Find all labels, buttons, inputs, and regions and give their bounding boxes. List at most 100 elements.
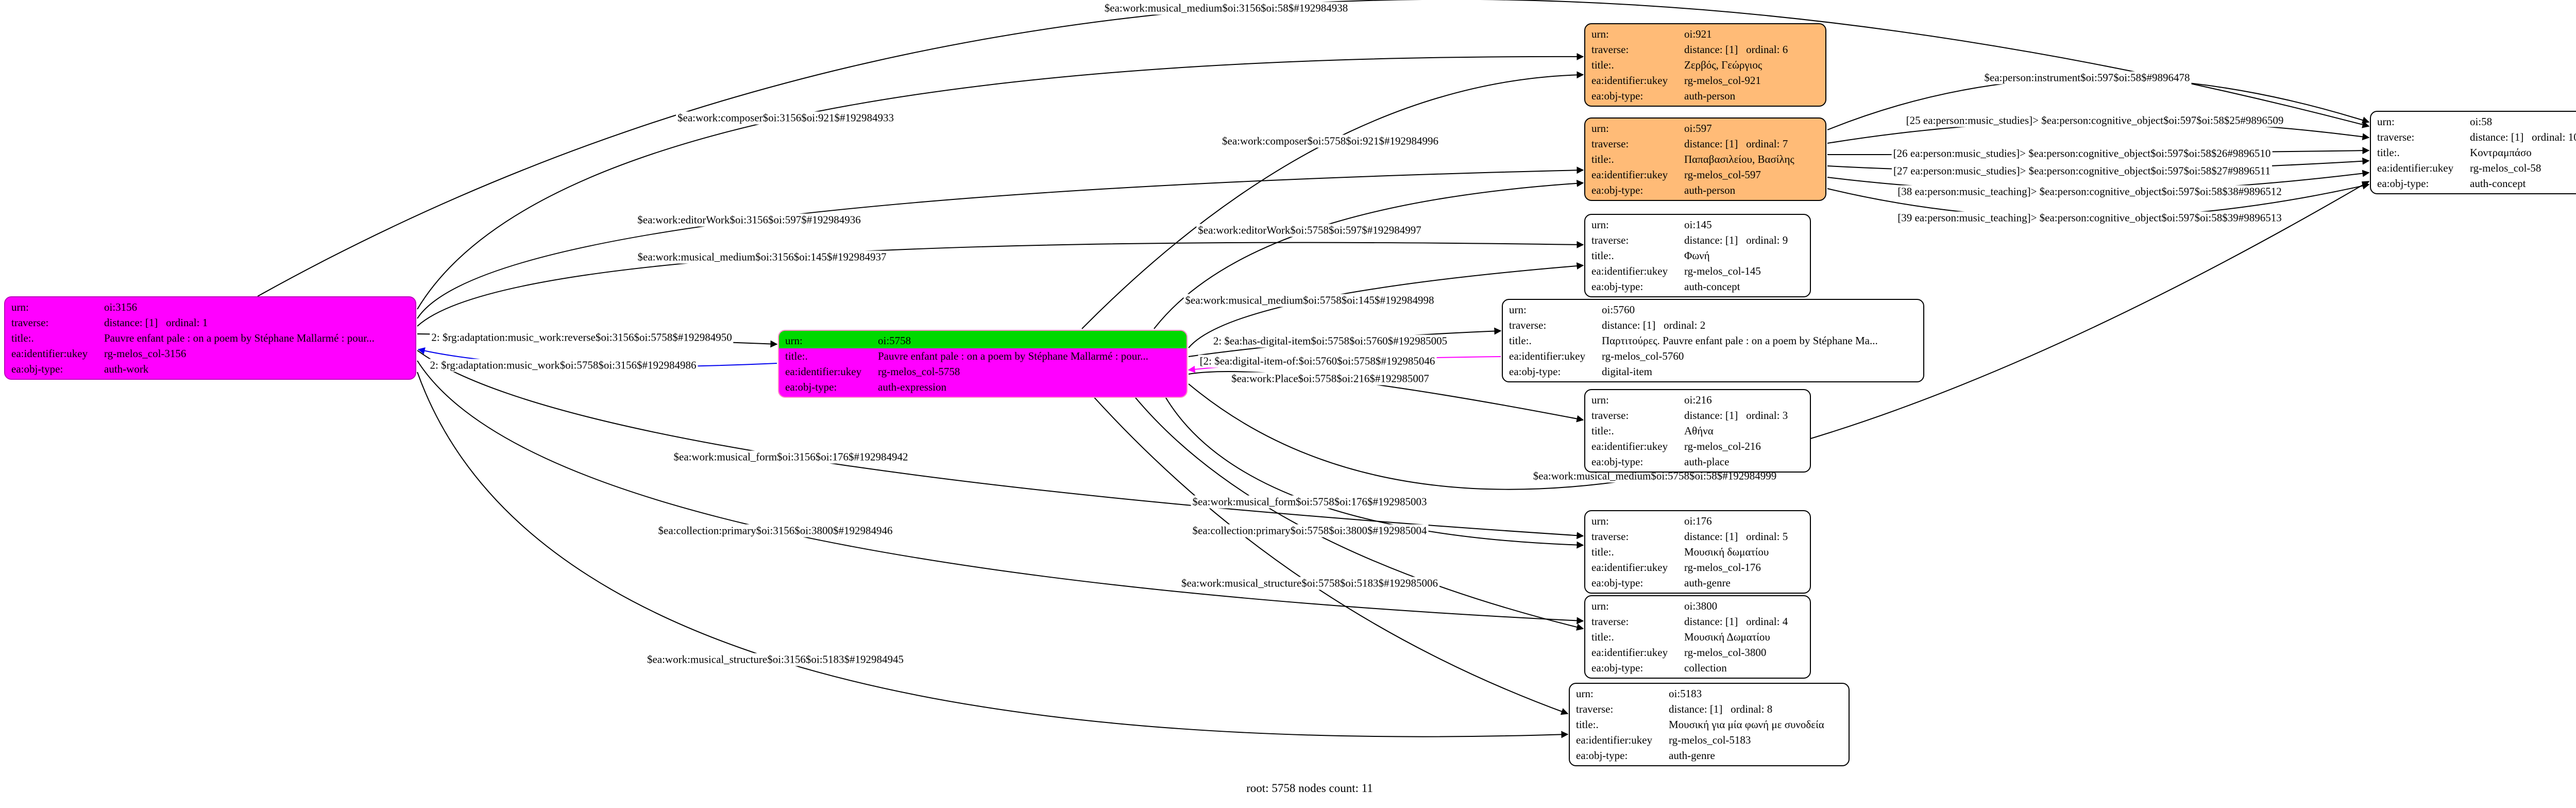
field-key: ea:obj-type: [1591, 577, 1643, 589]
field-key: urn: [1591, 515, 1609, 527]
field-key: title:. [2377, 146, 2400, 159]
field-value: Μουσική δωματίου [1684, 546, 1769, 558]
node-row: title:. Μουσική Δωματίου [1585, 629, 1810, 645]
field-key: urn: [1591, 122, 1609, 134]
field-key: title:. [1591, 631, 1614, 643]
field-key: urn: [11, 301, 29, 313]
edge-musical-medium-3156-58 [257, 0, 2370, 297]
node-row: title:. Φωνή [1585, 248, 1810, 263]
node-row: urn:oi:3800 [1585, 596, 1810, 614]
field-key: title:. [1591, 249, 1614, 262]
field-key: ea:identifier:ukey [1591, 74, 1668, 87]
node-row: traverse:distance: [1] ordinal: 4 [1585, 614, 1810, 629]
node-row: urn:oi:58 [2371, 112, 2576, 129]
field-value: auth-concept [1684, 280, 1740, 293]
field-key: traverse: [1591, 409, 1629, 422]
edge-musical-structure-5758-5183 [1092, 395, 1569, 715]
node-row: title:.Pauvre enfant pale : on a poem by… [5, 330, 415, 346]
field-value: Ζερβός, Γεώργιος [1684, 59, 1762, 71]
node-row: title:.Αθήνα [1585, 423, 1810, 439]
node-row: traverse:distance: [1] ordinal: 7 [1585, 136, 1825, 152]
node-row: urn:oi:5183 [1570, 684, 1849, 701]
node-row: ea:obj-type:auth-expression [779, 379, 1187, 395]
node-row: ea:obj-type:auth-genre [1585, 575, 1810, 591]
field-key: ea:obj-type: [1591, 90, 1643, 102]
node-row: title:.Κοντραμπάσο [2371, 145, 2576, 160]
field-value: rg-melos_col-216 [1684, 440, 1761, 452]
node-row: title:.Ζερβός, Γεώργιος [1585, 57, 1825, 73]
field-key: title:. [1591, 153, 1614, 165]
field-key: title:. [1576, 718, 1599, 731]
field-key: ea:identifier:ukey [1591, 169, 1668, 181]
field-value: Μουσική Δωματίου [1684, 631, 1770, 643]
field-value: Φωνή [1684, 249, 1710, 262]
edge-music-studies-26 [1827, 147, 2370, 155]
field-key: title:. [1591, 425, 1614, 437]
field-value: rg-melos_col-597 [1684, 169, 1761, 181]
field-value: distance: [1] ordinal: 2 [1602, 319, 1706, 331]
field-value: Παρτιτούρες. Pauvre enfant pale : on a p… [1602, 334, 1878, 347]
field-value: oi:5183 [1669, 687, 1702, 700]
field-value: rg-melos_col-58 [2470, 162, 2541, 174]
node-row: title:.Pauvre enfant pale : on a poem by… [779, 348, 1187, 364]
field-key: ea:obj-type: [1576, 749, 1628, 762]
edge-music-teaching-39 [1827, 182, 2370, 219]
node-row: urn: oi:3156 [5, 297, 415, 315]
node-row: ea:obj-type:digital-item [1503, 364, 1923, 379]
node-row: traverse:distance: [1] ordinal: 2 [1503, 317, 1923, 333]
node-row: ea:obj-type:auth-concept [2371, 176, 2576, 191]
field-value: distance: [1] ordinal: 5 [1684, 530, 1788, 543]
field-value: auth-person [1684, 90, 1736, 102]
node-row: ea:identifier:ukey rg-melos_col-58 [2371, 160, 2576, 176]
field-value: oi:5758 [878, 334, 911, 347]
field-value: Παπαβασιλείου, Βασίλης [1684, 153, 1794, 165]
node-row: title:. Παπαβασιλείου, Βασίλης [1585, 152, 1825, 167]
field-key: ea:identifier:ukey [1576, 734, 1653, 746]
field-key: urn: [1591, 600, 1609, 612]
field-key: ea:identifier:ukey [2377, 162, 2454, 174]
field-key: traverse: [1591, 234, 1629, 246]
field-value: distance: [1] ordinal: 7 [1684, 138, 1788, 150]
field-key: ea:identifier:ukey [1509, 350, 1586, 362]
field-key: ea:obj-type: [1591, 184, 1643, 196]
field-key: ea:obj-type: [1509, 365, 1561, 378]
field-key: title:. [785, 350, 808, 362]
field-key: traverse: [1591, 615, 1629, 628]
field-key: urn: [1591, 28, 1609, 40]
field-key: traverse: [2377, 131, 2415, 143]
graph-node-oi3156[interactable]: urn: oi:3156 traverse: distance: [1] ordina… [4, 296, 416, 380]
field-value: oi:145 [1684, 218, 1712, 231]
field-value: rg-melos_col-145 [1684, 265, 1761, 277]
node-row: ea:obj-type:auth-genre [1570, 748, 1849, 763]
field-value: oi:3156 [104, 301, 138, 313]
field-key: traverse: [11, 316, 49, 329]
node-row: traverse: distance: [1] ordinal: 1 [5, 315, 415, 330]
field-key: ea:identifier:ukey [1591, 440, 1668, 452]
field-value: distance: [1] ordinal: 1 [104, 316, 208, 329]
field-key: ea:obj-type: [1591, 662, 1643, 674]
field-key: traverse: [1576, 703, 1614, 715]
field-value: rg-melos_col-5758 [878, 365, 960, 378]
field-value: rg-melos_col-921 [1684, 74, 1761, 87]
field-value: oi:5760 [1602, 304, 1635, 316]
field-key: title:. [1591, 546, 1614, 558]
edge-music-studies-25 [1827, 120, 2370, 144]
field-value: rg-melos_col-3156 [104, 347, 187, 360]
field-value: rg-melos_col-176 [1684, 561, 1761, 574]
node-row: title:. Μουσική δωματίου [1585, 544, 1810, 560]
edge-adaptation-reverse-3156-5758 [417, 333, 778, 348]
